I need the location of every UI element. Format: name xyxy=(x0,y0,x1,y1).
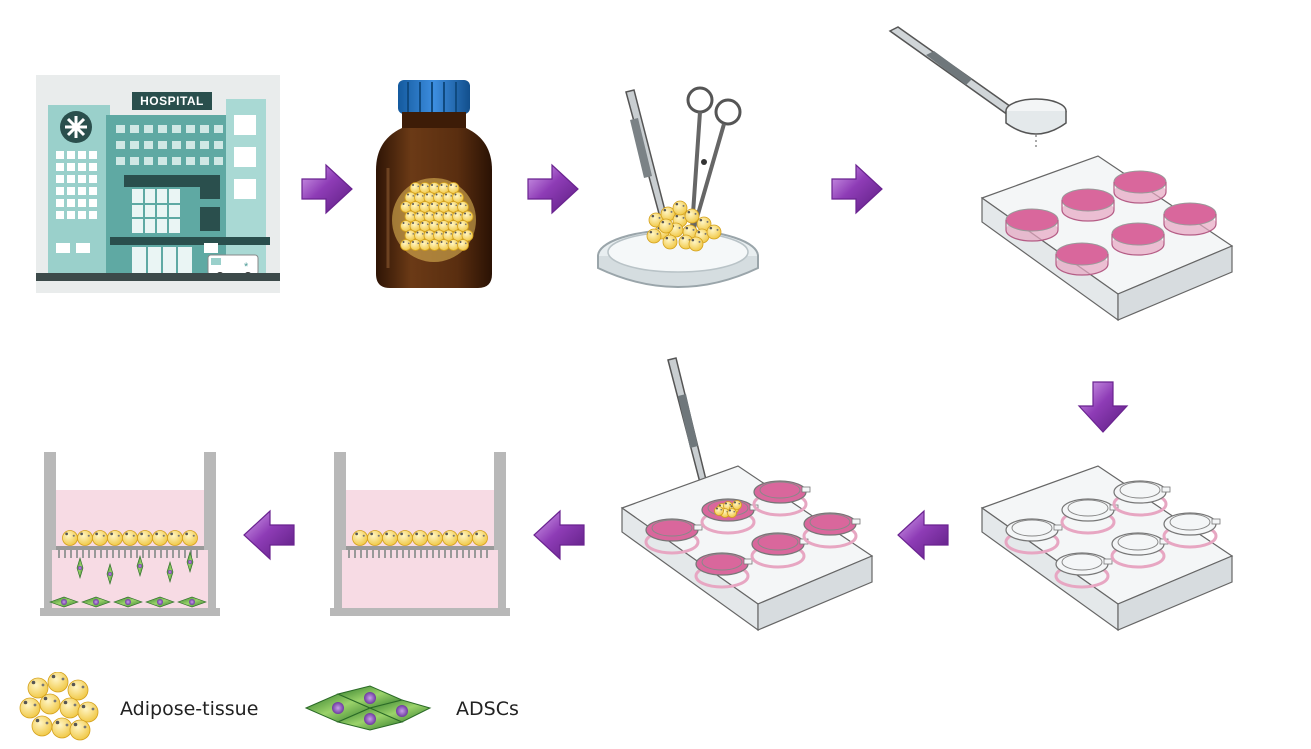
hospital-sign: HOSPITAL xyxy=(140,94,204,108)
arrow-left-icon xyxy=(532,508,586,562)
hospital-illustration: HOSPITAL * xyxy=(36,75,280,293)
arrow-right-icon xyxy=(526,162,580,216)
arrow-right-icon xyxy=(830,162,884,216)
transwell-tissue-culture xyxy=(330,450,510,618)
insert-placement-forceps xyxy=(886,25,1076,150)
six-well-plate-with-medium xyxy=(978,150,1234,328)
arrow-right-icon xyxy=(300,162,354,216)
six-well-plate-with-inserts xyxy=(978,460,1234,638)
arrow-left-icon xyxy=(242,508,296,562)
transwell-adsc-migration xyxy=(40,450,220,618)
legend-adsc-icon xyxy=(304,684,432,732)
six-well-plate-with-inserts-and-tissue xyxy=(618,460,874,638)
petri-dish-mincing-illustration xyxy=(596,80,762,300)
specimen-bottle-illustration xyxy=(372,78,496,290)
legend-adipose-icon xyxy=(16,671,100,744)
arrow-down-icon xyxy=(1076,380,1130,434)
legend-label-adscs: ADSCs xyxy=(456,698,519,720)
arrow-left-icon xyxy=(896,508,950,562)
svg-text:*: * xyxy=(244,261,249,273)
legend-label-adipose: Adipose-tissue xyxy=(120,698,259,720)
